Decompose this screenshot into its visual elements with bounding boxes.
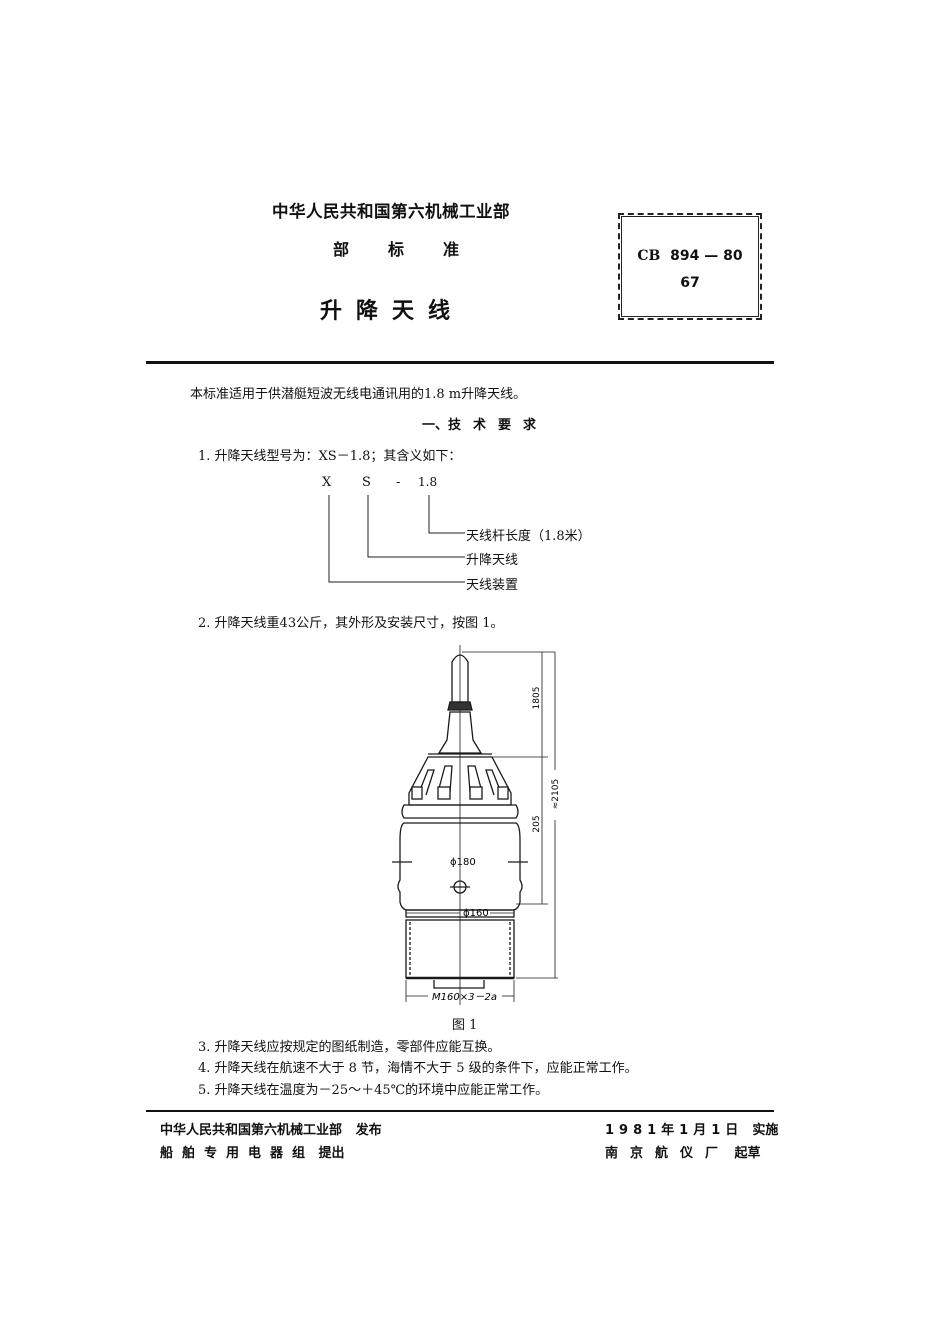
- item-number: 1.: [198, 449, 211, 464]
- document-title: 升降天线: [320, 299, 465, 324]
- item-1: 1. 升降天线型号为：XS－1.8；其含义如下：: [198, 445, 461, 464]
- dim-body-height: 205: [532, 815, 542, 832]
- dim-total-height: ≈2105: [551, 779, 561, 809]
- standard-type-char: 准: [443, 240, 460, 259]
- code-dash: -: [396, 475, 401, 490]
- standard-type-char: 部: [333, 240, 350, 259]
- item-4: 4. 升降天线在航速不大于 8 节，海情不大于 5 级的条件下，应能正常工作。: [198, 1057, 638, 1076]
- standard-code: CB 894 — 80: [620, 248, 760, 264]
- meaning-lifting: 升降天线: [466, 553, 519, 568]
- ministry-heading: 中华人民共和国第六机械工业部: [272, 202, 510, 221]
- antenna-drawing: 1805 ≈2105 205 ϕ180 ϕ160 M160×3－2a: [392, 645, 561, 1005]
- item-text: 升降天线重43公斤，其外形及安装尺寸，按图 1。: [214, 616, 504, 631]
- item-text: 升降天线型号为：XS－1.8；其含义如下：: [214, 449, 462, 464]
- item-5: 5. 升降天线在温度为－25～＋45℃的环境中应能正常工作。: [198, 1079, 548, 1098]
- standard-type-char: 标: [388, 240, 405, 259]
- section-title-part: 要: [498, 418, 512, 433]
- section-title-part: 术: [473, 418, 487, 433]
- header-divider: [146, 361, 774, 364]
- dim-body-diameter: ϕ180: [450, 857, 476, 868]
- section-title-part: 一、技: [422, 418, 462, 433]
- model-code-lines: [328, 495, 465, 583]
- item-number: 5.: [198, 1083, 211, 1098]
- item-text: 升降天线在温度为－25～＋45℃的环境中应能正常工作。: [214, 1083, 549, 1098]
- propose-label: 提出: [318, 1146, 345, 1161]
- item-number: 4.: [198, 1061, 211, 1076]
- proposer-name: 船舶专用电器组: [160, 1146, 315, 1161]
- item-number: 2.: [198, 616, 211, 631]
- footer-proposer: 船舶专用电器组 提出: [160, 1142, 345, 1161]
- standard-code-box: CB 894 — 80 67: [618, 213, 762, 320]
- code-letter-s: S: [362, 475, 371, 490]
- code-prefix: CB: [637, 248, 661, 264]
- publisher-name: 中华人民共和国第六机械工业部: [160, 1123, 343, 1138]
- section-title: 一、技术要求: [422, 414, 548, 433]
- implement-label: 实施: [752, 1123, 779, 1138]
- draft-label: 起草: [734, 1146, 761, 1161]
- item-text: 升降天线应按规定的图纸制造，零部件应能互换。: [214, 1040, 501, 1055]
- dim-thread: M160×3－2a: [432, 992, 497, 1003]
- scope-paragraph: 本标准适用于供潜艇短波无线电通讯用的1.8 m升降天线。: [190, 387, 527, 402]
- code-number: 894 — 80: [670, 248, 743, 264]
- figure-caption: 图 1: [452, 1018, 478, 1033]
- item-3: 3. 升降天线应按规定的图纸制造，零部件应能互换。: [198, 1036, 501, 1055]
- footer-divider: [146, 1110, 774, 1112]
- item-text: 升降天线在航速不大于 8 节，海情不大于 5 级的条件下，应能正常工作。: [214, 1061, 638, 1076]
- dim-neck-diameter: ϕ160: [463, 908, 489, 919]
- item-number: 3.: [198, 1040, 211, 1055]
- section-title-part: 求: [523, 418, 537, 433]
- footer-publisher: 中华人民共和国第六机械工业部 发布: [160, 1119, 382, 1138]
- meaning-length: 天线杆长度（1.8米）: [466, 529, 591, 544]
- footer-drafter: 南京航仪厂 起草: [605, 1142, 761, 1161]
- implement-date: 1981年1月1日: [605, 1123, 744, 1138]
- code-length: 1.8: [418, 475, 438, 489]
- footer-date: 1981年1月1日 实施: [605, 1119, 778, 1138]
- item-2: 2. 升降天线重43公斤，其外形及安装尺寸，按图 1。: [198, 612, 504, 631]
- code-letter-x: X: [322, 475, 332, 490]
- drafter-name: 南京航仪厂: [605, 1146, 731, 1161]
- dim-mast-height: 1805: [532, 687, 542, 710]
- publish-label: 发布: [355, 1123, 382, 1138]
- standard-type: 部标准: [333, 236, 498, 260]
- meaning-device: 天线装置: [466, 578, 519, 593]
- code-sub-number: 67: [680, 275, 700, 291]
